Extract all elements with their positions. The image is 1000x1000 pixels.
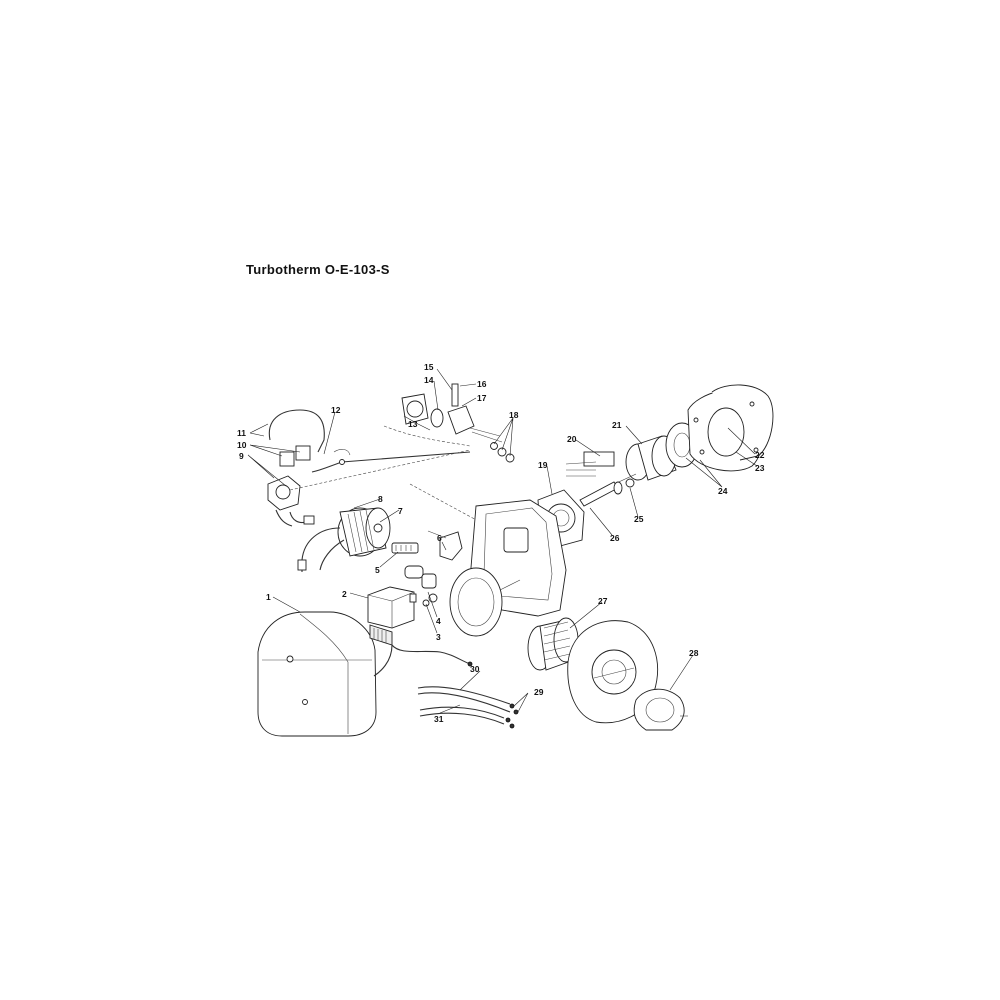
part-nozzle-block (401, 383, 515, 463)
part-air-damper (633, 688, 688, 731)
callout-24: 24 (718, 486, 728, 496)
alignment-line (289, 425, 481, 523)
callout-21: 21 (612, 420, 622, 430)
diagram-title: Turbotherm O-E-103-S (246, 262, 390, 277)
part-cover-hood (257, 611, 377, 737)
callout-31: 31 (434, 714, 444, 724)
callout-16: 16 (477, 379, 487, 389)
part-nozzle-assembly (579, 478, 635, 507)
part-motor (297, 507, 391, 572)
callout-3: 3 (436, 632, 441, 642)
callout-29: 29 (534, 687, 544, 697)
callout-27: 27 (598, 596, 608, 606)
part-fittings (391, 542, 438, 607)
callout-11: 11 (237, 428, 246, 438)
leader-lines (247, 368, 758, 714)
cable-control (373, 644, 471, 677)
callout-17: 17 (477, 393, 487, 403)
part-main-housing (449, 499, 567, 637)
callout-10: 10 (237, 440, 247, 450)
callout-30: 30 (470, 664, 480, 674)
callout-14: 14 (424, 375, 434, 385)
callout-labels: 1 2 3 4 5 6 7 8 9 10 11 12 13 14 15 16 1… (237, 362, 765, 724)
callout-18: 18 (509, 410, 519, 420)
part-bracket (427, 530, 463, 561)
callout-8: 8 (378, 494, 383, 504)
part-oil-pump (267, 409, 325, 527)
callout-1: 1 (266, 592, 271, 602)
callout-6: 6 (437, 533, 442, 543)
callout-15: 15 (424, 362, 434, 372)
callout-12: 12 (331, 405, 341, 415)
callout-4: 4 (436, 616, 441, 626)
part-electrodes (565, 451, 615, 477)
callout-26: 26 (610, 533, 620, 543)
callout-28: 28 (689, 648, 699, 658)
callout-25: 25 (634, 514, 644, 524)
part-fan-housing (567, 620, 658, 724)
callout-9: 9 (239, 451, 244, 461)
part-oil-hoses (417, 686, 519, 729)
callout-5: 5 (375, 565, 380, 575)
callout-22: 22 (755, 450, 765, 460)
part-control-box (367, 586, 417, 646)
callout-2: 2 (342, 589, 347, 599)
part-flange-gaskets (687, 384, 774, 472)
callout-20: 20 (567, 434, 577, 444)
callout-19: 19 (538, 460, 548, 470)
callout-23: 23 (755, 463, 765, 473)
callout-7: 7 (398, 506, 403, 516)
callout-13: 13 (408, 419, 418, 429)
